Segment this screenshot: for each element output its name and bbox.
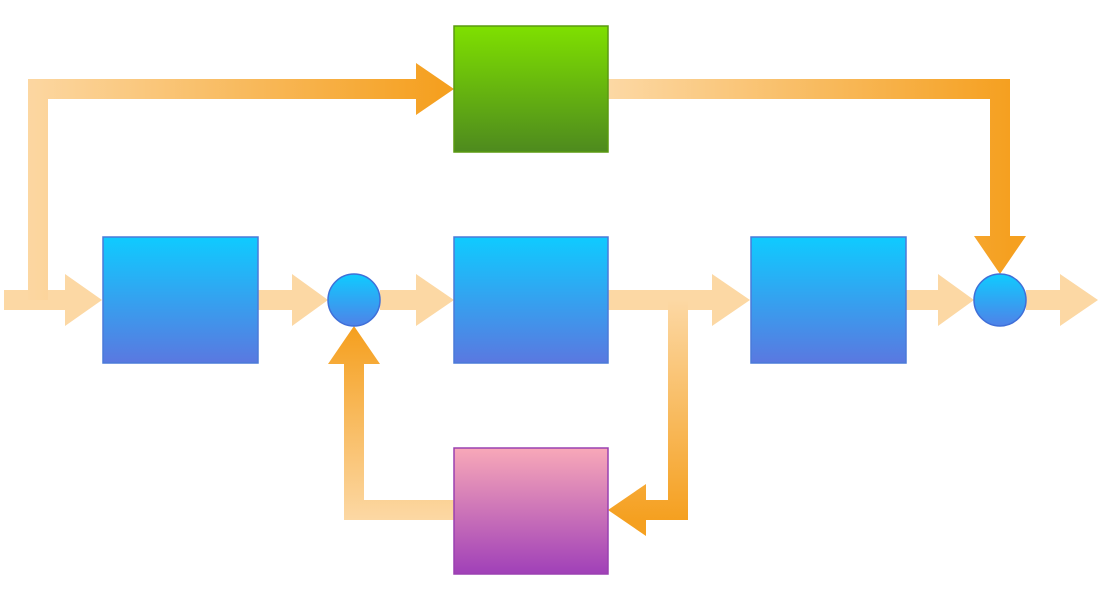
blocks <box>102 25 907 575</box>
feedback-block <box>453 447 609 575</box>
arrow-input-to-feedforward <box>28 63 454 300</box>
arrow-tap-to-feedback <box>608 300 688 536</box>
plant-block-2 <box>750 236 907 364</box>
arrow-output <box>1026 274 1098 326</box>
arrow-controller-to-sum <box>258 274 328 326</box>
feedforward-block <box>453 25 609 153</box>
connectors <box>4 63 1098 536</box>
arrow-sum-to-plant <box>380 274 454 326</box>
junctions <box>327 273 1027 327</box>
summing-junction-2 <box>973 273 1027 327</box>
summing-junction-1 <box>327 273 381 327</box>
arrow-plant2-to-sum2 <box>906 274 974 326</box>
arrow-feedback-to-sum <box>328 326 454 520</box>
arrow-feedforward-to-sum2 <box>608 79 1026 274</box>
controller-block <box>102 236 259 364</box>
plant-block-1 <box>453 236 609 364</box>
arrow-input-to-controller <box>4 274 102 326</box>
